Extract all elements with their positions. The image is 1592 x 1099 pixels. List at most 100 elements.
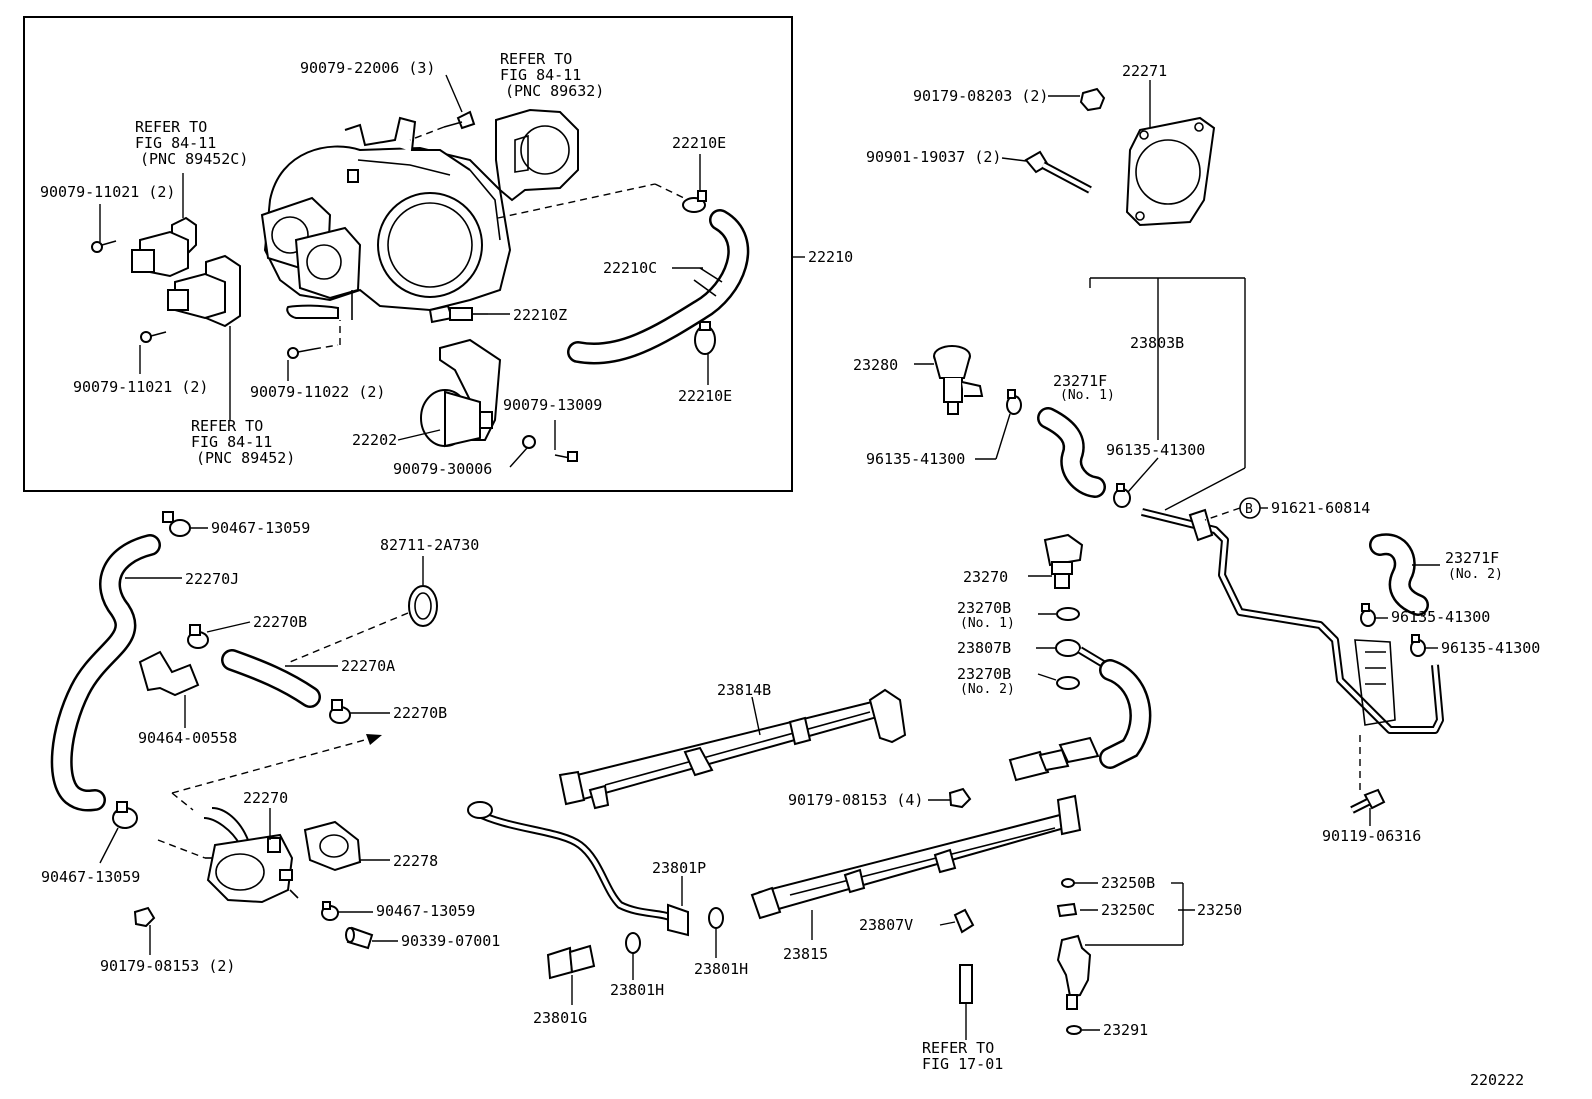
label-90467-13059-c: 90467-13059 <box>376 902 475 920</box>
delivery-pipe-23815-drawing <box>750 794 1082 920</box>
label-22270a: 22270A <box>341 657 395 675</box>
label-22210c: 22210C <box>603 259 657 277</box>
label-refer-89452-line3: (PNC 89452) <box>196 449 295 467</box>
pulsation-damper-23270-drawing <box>1043 533 1084 589</box>
isc-valve-lower-drawing <box>167 254 241 328</box>
fuel-pipe-23803b-drawing <box>1141 508 1444 734</box>
label-22278: 22278 <box>393 852 438 870</box>
label-90079-11022: 90079-11022 (2) <box>250 383 385 401</box>
label-90079-22006: 90079-22006 (3) <box>300 59 435 77</box>
label-96135-41300-b: 96135-41300 <box>1106 441 1205 459</box>
label-23270b-no1: 23270B <box>957 599 1011 617</box>
clamp-90467-c-drawing <box>321 901 339 921</box>
label-refer-17-01-line1: REFER TO <box>922 1039 994 1057</box>
stud-90901-19037-drawing <box>1024 150 1092 194</box>
clamp-90464-00558-drawing <box>138 650 200 697</box>
figure-id: 220222 <box>1470 1071 1524 1089</box>
label-90467-13059-b: 90467-13059 <box>41 868 140 886</box>
label-23250: 23250 <box>1197 901 1242 919</box>
label-refer-17-01-line2: FIG 17-01 <box>922 1055 1003 1073</box>
label-refer-89452-line1: REFER TO <box>191 417 263 435</box>
label-23814b: 23814B <box>717 681 771 699</box>
label-23270b-no2: 23270B <box>957 665 1011 683</box>
hose-22270j-drawing <box>50 534 161 812</box>
label-23270b-no2-suffix: (No. 2) <box>960 682 1015 697</box>
label-22271: 22271 <box>1122 62 1167 80</box>
cap-82711-2a730-drawing <box>408 585 438 627</box>
clamp-22270b-a-drawing <box>187 624 209 649</box>
fuel-pipe-23801p-drawing <box>467 801 689 937</box>
throttle-body-drawing <box>260 116 512 320</box>
valve-23807v-drawing <box>953 908 975 934</box>
nut-90179-08153-2-drawing <box>133 906 156 928</box>
label-22210: 22210 <box>808 248 853 266</box>
washer-23801h-b-drawing <box>708 907 724 929</box>
label-96135-41300-a: 96135-41300 <box>866 450 965 468</box>
label-22202: 22202 <box>352 431 397 449</box>
isc-valve-upper-drawing <box>131 216 197 278</box>
fuel-hose-23807b-drawing <box>1008 639 1152 782</box>
label-90079-11021-a: 90079-11021 (2) <box>40 183 175 201</box>
clamp-90467-a-drawing <box>162 511 191 537</box>
label-23801g: 23801G <box>533 1009 587 1027</box>
label-23801h-a: 23801H <box>610 981 664 999</box>
label-23291: 23291 <box>1103 1021 1148 1039</box>
label-refer-89452c-line1: REFER TO <box>135 118 207 136</box>
label-90119-06316: 90119-06316 <box>1322 827 1421 845</box>
label-90079-13009: 90079-13009 <box>503 396 602 414</box>
label-23801p: 23801P <box>652 859 706 877</box>
label-circle-b: B <box>1245 502 1253 517</box>
label-23803b: 23803B <box>1130 334 1184 352</box>
clamp-22210e-bottom-drawing <box>694 321 716 355</box>
label-82711-2a730: 82711-2A730 <box>380 536 479 554</box>
label-90079-30006: 90079-30006 <box>393 460 492 478</box>
clamp-22210e-top-drawing <box>682 190 707 213</box>
label-96135-41300-c: 96135-41300 <box>1391 608 1490 626</box>
label-22210e-bottom: 22210E <box>678 387 732 405</box>
label-22210z: 22210Z <box>513 306 567 324</box>
bolt-90079-22006-drawing <box>443 110 476 130</box>
o-ring-23291-drawing <box>1066 1025 1082 1035</box>
label-90464-00558: 90464-00558 <box>138 729 237 747</box>
gasket-22271-drawing <box>1125 116 1216 227</box>
stud-refer-17-01-drawing <box>959 964 973 1004</box>
nut-90079-30006-drawing <box>522 435 536 449</box>
label-90339-07001: 90339-07001 <box>401 932 500 950</box>
dashpot-22202-drawing <box>420 338 502 448</box>
label-23270b-no1-suffix: (No. 1) <box>960 616 1015 631</box>
label-23271f-no1-suffix: (No. 1) <box>1060 388 1115 403</box>
gasket-23270b-no1-drawing <box>1056 607 1080 621</box>
nut-90179-08153-4-drawing <box>948 787 972 809</box>
label-refer-89452c-line2: FIG 84-11 <box>135 134 216 152</box>
label-23815: 23815 <box>783 945 828 963</box>
label-23270: 23270 <box>963 568 1008 586</box>
label-22210e-top: 22210E <box>672 134 726 152</box>
label-23271f-no2: 23271F <box>1445 549 1499 567</box>
throttle-body-assembly-box <box>23 16 793 492</box>
label-90467-13059-a: 90467-13059 <box>211 519 310 537</box>
label-22270b-b: 22270B <box>393 704 447 722</box>
delivery-pipe-23814b-drawing <box>558 688 907 810</box>
hose-23271f-no1-drawing <box>1037 407 1106 498</box>
pressure-regulator-23280-drawing <box>933 345 984 415</box>
clamp-90467-b-drawing <box>112 801 138 829</box>
label-refer-89452-line2: FIG 84-11 <box>191 433 272 451</box>
label-90179-08203: 90179-08203 (2) <box>913 87 1048 105</box>
label-22270: 22270 <box>243 789 288 807</box>
throttle-position-sensor-drawing <box>495 108 579 202</box>
clamp-22270b-b-drawing <box>329 699 351 724</box>
hose-22270a-drawing <box>221 649 321 708</box>
label-23801h-b: 23801H <box>694 960 748 978</box>
sensor-22210z-drawing <box>428 304 488 324</box>
label-23807v: 23807V <box>859 916 913 934</box>
label-23271f-no2-suffix: (No. 2) <box>1448 567 1503 582</box>
screw-90079-11021-b-drawing <box>140 331 167 343</box>
label-23250b: 23250B <box>1101 874 1155 892</box>
clamp-96135-a-drawing <box>1006 389 1022 415</box>
label-96135-41300-d: 96135-41300 <box>1441 639 1540 657</box>
screw-90079-11022-drawing <box>287 347 315 359</box>
label-90179-08153-2: 90179-08153 (2) <box>100 957 235 975</box>
label-90079-11021-b: 90079-11021 (2) <box>73 378 208 396</box>
label-23807b: 23807B <box>957 639 1011 657</box>
